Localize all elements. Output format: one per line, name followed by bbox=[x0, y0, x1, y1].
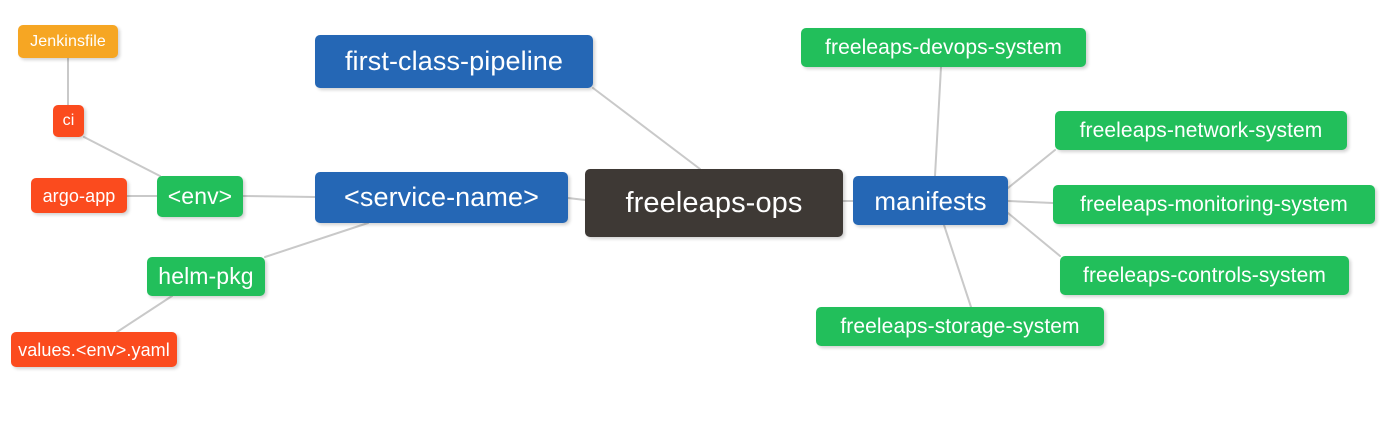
node-label-freeleaps-storage-system: freeleaps-storage-system bbox=[840, 315, 1080, 338]
edge-manifests-to-freeleaps-storage-system bbox=[943, 224, 972, 308]
node-label-ci: ci bbox=[62, 112, 75, 129]
node-label-env: <env> bbox=[167, 183, 233, 209]
node-label-service-name: <service-name> bbox=[344, 182, 539, 212]
node-label-freeleaps-network-system: freeleaps-network-system bbox=[1079, 119, 1323, 142]
node-values-env-yaml[interactable]: values.<env>.yaml bbox=[11, 332, 177, 367]
node-freeleaps-network-system[interactable]: freeleaps-network-system bbox=[1055, 111, 1347, 150]
node-label-helm-pkg: helm-pkg bbox=[158, 263, 254, 289]
node-label-freeleaps-devops-system: freeleaps-devops-system bbox=[825, 36, 1062, 59]
node-freeleaps-controls-system[interactable]: freeleaps-controls-system bbox=[1060, 256, 1349, 295]
node-label-first-class-pipeline: first-class-pipeline bbox=[344, 46, 564, 76]
node-label-freeleaps-controls-system: freeleaps-controls-system bbox=[1083, 264, 1326, 287]
edge-manifests-to-freeleaps-devops-system bbox=[934, 66, 942, 177]
edge-manifests-to-freeleaps-network-system bbox=[1007, 149, 1056, 189]
node-manifests[interactable]: manifests bbox=[853, 176, 1008, 225]
edge-service-name-to-freeleaps-ops bbox=[567, 197, 586, 201]
node-ci[interactable]: ci bbox=[53, 105, 84, 137]
node-jenkinsfile[interactable]: Jenkinsfile bbox=[18, 25, 118, 58]
node-freeleaps-ops[interactable]: freeleaps-ops bbox=[585, 169, 843, 237]
node-first-class-pipeline[interactable]: first-class-pipeline bbox=[315, 35, 593, 88]
node-freeleaps-storage-system[interactable]: freeleaps-storage-system bbox=[816, 307, 1104, 346]
edge-first-class-pipeline-to-freeleaps-ops bbox=[592, 87, 701, 170]
edge-helm-pkg-to-service-name bbox=[264, 222, 369, 258]
node-env[interactable]: <env> bbox=[157, 176, 243, 217]
node-freeleaps-monitoring-system[interactable]: freeleaps-monitoring-system bbox=[1053, 185, 1375, 224]
node-freeleaps-devops-system[interactable]: freeleaps-devops-system bbox=[801, 28, 1086, 67]
node-label-freeleaps-ops: freeleaps-ops bbox=[625, 186, 803, 219]
node-label-freeleaps-monitoring-system: freeleaps-monitoring-system bbox=[1080, 193, 1348, 216]
edge-ci-to-env bbox=[83, 136, 161, 177]
node-label-jenkinsfile: Jenkinsfile bbox=[30, 32, 106, 50]
node-label-argo-app: argo-app bbox=[42, 185, 116, 206]
edge-values-env-yaml-to-helm-pkg bbox=[116, 295, 173, 333]
node-label-values-env-yaml: values.<env>.yaml bbox=[18, 339, 170, 360]
node-argo-app[interactable]: argo-app bbox=[31, 178, 127, 213]
edge-env-to-service-name bbox=[242, 195, 316, 198]
node-label-manifests: manifests bbox=[874, 185, 987, 216]
node-helm-pkg[interactable]: helm-pkg bbox=[147, 257, 265, 296]
edge-manifests-to-freeleaps-monitoring-system bbox=[1007, 200, 1054, 204]
node-service-name[interactable]: <service-name> bbox=[315, 172, 568, 223]
